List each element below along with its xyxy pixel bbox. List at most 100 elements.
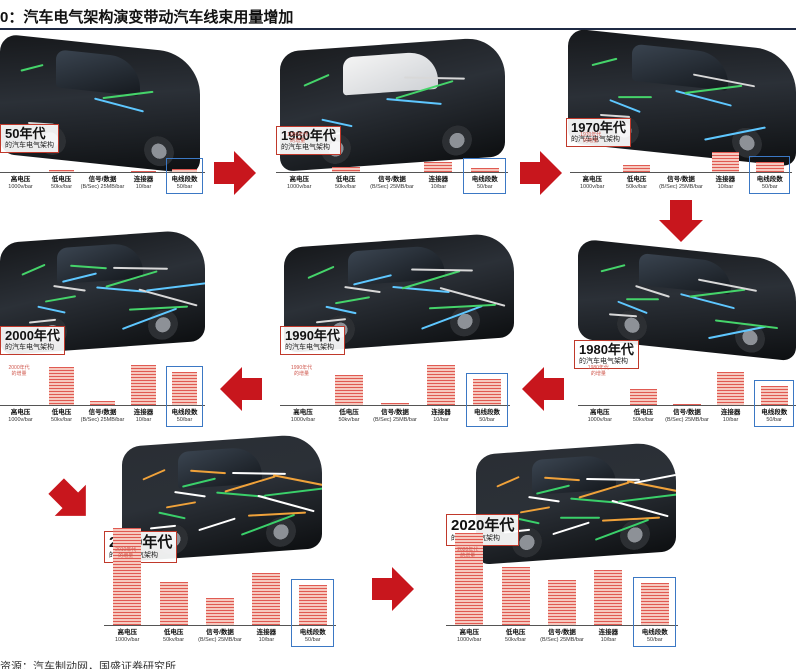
arrow-shaft	[372, 578, 394, 600]
category-unit: 10/bar	[717, 184, 734, 190]
category-name: 低电压	[633, 409, 654, 416]
data-bar-1	[455, 533, 484, 625]
data-bar-2	[622, 165, 651, 172]
data-bar-5	[171, 372, 198, 405]
highlight-box	[633, 577, 677, 647]
data-bar-4	[717, 372, 745, 405]
arrow-shaft	[240, 378, 262, 400]
arrow-head	[220, 367, 242, 411]
era-year: 2000年代	[5, 328, 60, 343]
wiring-line	[496, 475, 520, 488]
arrow-shaft	[214, 162, 236, 184]
data-bar-3	[206, 598, 234, 625]
era-label-box: 1960年代的汽车电气架构	[276, 126, 341, 155]
category-unit: 50kv/bar	[50, 184, 73, 190]
category-unit: (B/Sec) 25MB/bar	[373, 417, 417, 423]
category-name: 高电压	[117, 629, 137, 636]
era-year: 1980年代	[579, 342, 634, 357]
category-name: 信号/数据	[673, 409, 701, 416]
data-bar-4	[252, 573, 281, 625]
category-unit: 10/bar	[600, 637, 617, 643]
category-unit: 10/bar	[430, 184, 447, 190]
wiring-line	[145, 281, 205, 292]
category-unit: (B/Sec) 25MB/bar	[659, 184, 703, 190]
category-unit: 50kv/bar	[50, 417, 73, 423]
data-bar-2	[48, 367, 75, 405]
era-subtitle: 的汽车电气架构	[285, 344, 334, 351]
era-label-box: 2000年代的汽车电气架构	[0, 326, 65, 355]
era-label-box: 1970年代的汽车电气架构	[566, 118, 631, 147]
figure-title-bar: 0：汽车电气架构演变带动汽车线束用量增加	[0, 0, 796, 30]
source-note: 资源：汽车制动网，国盛证券研究所	[0, 661, 176, 669]
category-name: 信号/数据	[88, 409, 117, 416]
wiring-line	[272, 474, 322, 489]
wiring-line	[439, 286, 506, 307]
highlight-box	[754, 380, 795, 427]
chart-baseline	[276, 172, 508, 173]
category-label: 信号/数据(B/Sec) 25MB/bar	[661, 409, 713, 424]
wiring-line	[591, 57, 618, 66]
chart-baseline	[280, 405, 510, 406]
category-name: 低电压	[51, 409, 72, 416]
era-year: 1970年代	[571, 120, 626, 135]
category-name: 电线段数	[474, 409, 500, 416]
wiring-line	[519, 506, 551, 514]
title-rule	[0, 28, 796, 30]
category-name: 电线段数	[171, 409, 198, 416]
category-name: 连接器	[431, 409, 451, 416]
data-bar-2	[335, 375, 363, 405]
category-name: 连接器	[256, 629, 277, 636]
category-name: 信号/数据	[206, 629, 234, 636]
category-unit: 10/bar	[135, 417, 152, 423]
wiring-line	[247, 511, 307, 517]
arrow-head	[540, 151, 562, 195]
rear-wheel	[449, 305, 480, 338]
previous-era-label: 2020年代 的增量	[457, 547, 479, 559]
wiring-line	[158, 511, 186, 520]
category-unit: 1000v/bar	[456, 637, 482, 643]
wiring-line	[600, 264, 626, 273]
wiring-line	[385, 97, 442, 105]
category-unit: 10/bar	[258, 637, 275, 643]
car-glass	[56, 48, 140, 97]
chart-baseline	[446, 625, 678, 626]
arrow-1980-to-1990	[520, 366, 566, 412]
data-bar-1	[113, 528, 142, 625]
era-label-box: 1980年代的汽车电气架构	[574, 340, 639, 369]
wiring-line	[165, 501, 197, 509]
car-glass	[639, 252, 731, 295]
highlight-box	[291, 579, 335, 647]
wiring-line	[232, 471, 286, 475]
category-unit: (B/Sec) 25MB/bar	[540, 637, 584, 643]
category-unit: 1000v/bar	[8, 184, 33, 190]
era-year: 1960年代	[281, 128, 336, 143]
wiring-line	[634, 469, 676, 485]
era-subtitle: 的汽车电气架构	[579, 358, 628, 365]
category-label: 信号/数据(B/Sec) 25MB/bar	[77, 176, 129, 191]
category-name: 低电压	[51, 176, 72, 183]
wiring-line	[334, 295, 370, 304]
data-bar-3	[673, 404, 701, 405]
category-unit: (B/Sec) 25MB/bar	[665, 417, 709, 423]
car-illustration	[476, 441, 676, 565]
data-bar-4	[424, 162, 453, 172]
data-bar-4	[594, 570, 623, 625]
previous-era-label: 1980年代 的增量	[587, 365, 609, 377]
wiring-line	[528, 496, 560, 503]
chart-baseline	[0, 405, 205, 406]
category-unit: 50/bar	[176, 417, 193, 423]
data-bar-5	[171, 169, 198, 172]
category-name: 高电压	[289, 176, 309, 183]
